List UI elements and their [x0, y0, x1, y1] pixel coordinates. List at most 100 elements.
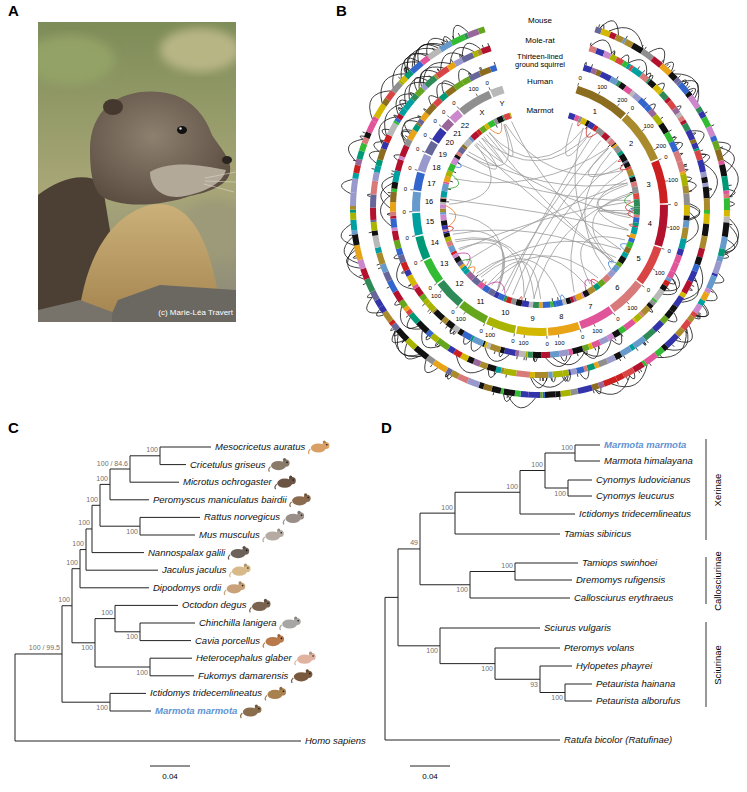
- chromosome-band: [490, 86, 504, 98]
- chromosome-band: [412, 192, 421, 212]
- tree-branch: [398, 645, 440, 646]
- scale-tick-label: 0: [414, 260, 417, 267]
- bootstrap-value: 100: [126, 633, 138, 641]
- rearrangement-loop: [683, 266, 703, 300]
- taxon-name: Mesocricetus auratus: [215, 442, 305, 452]
- chromosome-number: Y: [499, 100, 504, 108]
- scale-tick-label: 0: [664, 154, 667, 161]
- scale-tick-label: 100: [597, 84, 607, 91]
- tree-branch: [62, 605, 72, 606]
- scale-tick: [410, 189, 413, 190]
- synteny-block: [371, 181, 379, 195]
- rearrangement-loop: [709, 189, 712, 191]
- marmot-photo: [38, 22, 236, 322]
- tree-branch: [398, 548, 420, 549]
- synteny-block: [720, 236, 728, 249]
- icon-ear: [239, 581, 242, 584]
- breakpoint-tick: [496, 125, 497, 128]
- rearrangement-loop: [346, 251, 359, 269]
- rearrangement-loop: [459, 69, 472, 82]
- tree-branch: [565, 684, 592, 685]
- scale-tick-label: 0: [452, 99, 455, 106]
- ring-label: Mouse: [528, 17, 552, 26]
- rearrangement-loop: [629, 224, 632, 226]
- synteny-block: [352, 234, 360, 246]
- tree-branch: [150, 658, 192, 659]
- rearrangement-loop: [665, 273, 679, 290]
- scale-tick: [440, 290, 442, 292]
- icon-tail: [283, 519, 285, 524]
- rearrangement-loop: [484, 282, 486, 285]
- rearrangement-loop: [723, 253, 729, 258]
- rearrangement-loop: [586, 127, 597, 137]
- synteny-block: [682, 185, 689, 193]
- synteny-block: [562, 370, 569, 377]
- rearrangement-loop: [553, 351, 585, 365]
- synteny-block: [683, 215, 689, 220]
- breakpoint-tick: [378, 268, 381, 269]
- marmot-whiskers: [204, 172, 236, 192]
- icon-ear: [244, 564, 247, 567]
- rearrangement-loop: [533, 358, 537, 362]
- synteny-block: [503, 388, 515, 396]
- breakpoint-tick: [557, 297, 559, 300]
- synteny-block: [577, 385, 593, 394]
- breakpoint-tick: [540, 378, 541, 381]
- tree-branch: [420, 584, 470, 585]
- taxon-name: Petaurista hainana: [596, 679, 675, 689]
- scale-tick-label: 0: [647, 287, 650, 294]
- rearrangement-loop: [720, 148, 734, 172]
- bootstrap-value: 100: [551, 694, 563, 702]
- tree-branch: [385, 740, 560, 741]
- breakpoint-tick: [406, 316, 408, 318]
- breakpoint-tick: [450, 181, 453, 183]
- breakpoint-tick: [687, 86, 689, 88]
- synteny-block: [559, 349, 569, 356]
- scale-tick: [422, 151, 425, 152]
- synteny-block: [632, 186, 639, 194]
- tree-branch: [440, 628, 540, 629]
- rearrangement-loop: [448, 226, 454, 232]
- synteny-block: [400, 145, 410, 158]
- subfamily-label: Xerinae: [713, 473, 723, 506]
- marmot-ear: [103, 99, 123, 115]
- icon-tail: [275, 484, 277, 489]
- rearrangement-loop: [620, 244, 626, 250]
- rearrangement-loop: [564, 375, 571, 381]
- icon-eye: [286, 462, 288, 464]
- icon-tail: [228, 555, 230, 560]
- rearrangement-loop: [583, 346, 598, 359]
- rearrangement-loop: [701, 154, 709, 163]
- rearrangement-loop: [381, 74, 406, 103]
- synteny-block: [387, 279, 398, 293]
- rearrangement-loop: [412, 43, 443, 67]
- rearrangement-loop: [398, 108, 402, 112]
- chromosome-band: [654, 205, 668, 247]
- synteny-block: [504, 348, 516, 356]
- rearrangement-loop: [450, 47, 474, 63]
- synteny-block: [701, 177, 708, 184]
- rearrangement-loop: [367, 194, 370, 196]
- scale-tick: [492, 327, 493, 330]
- rearrangement-loop: [490, 122, 502, 133]
- synteny-link: [454, 148, 608, 183]
- breakpoint-tick: [363, 284, 366, 285]
- synteny-block: [440, 214, 447, 220]
- rearrangement-loop: [561, 356, 567, 362]
- rearrangement-loop: [468, 267, 475, 274]
- breakpoint-tick: [446, 201, 449, 202]
- breakpoint-tick: [526, 357, 527, 360]
- rearrangement-loop: [608, 261, 616, 269]
- rearrangement-loop: [685, 169, 688, 171]
- icon-ear: [323, 440, 326, 443]
- breakpoint-tick: [377, 264, 380, 266]
- icon-ear: [277, 528, 280, 531]
- icon-tail: [250, 607, 252, 612]
- synteny-block: [366, 120, 377, 134]
- breakpoint-tick: [644, 98, 646, 100]
- synteny-block: [703, 187, 710, 199]
- breakpoint-tick: [482, 45, 483, 48]
- rearrangement-loop: [464, 337, 471, 344]
- rearrangement-loop: [455, 162, 461, 168]
